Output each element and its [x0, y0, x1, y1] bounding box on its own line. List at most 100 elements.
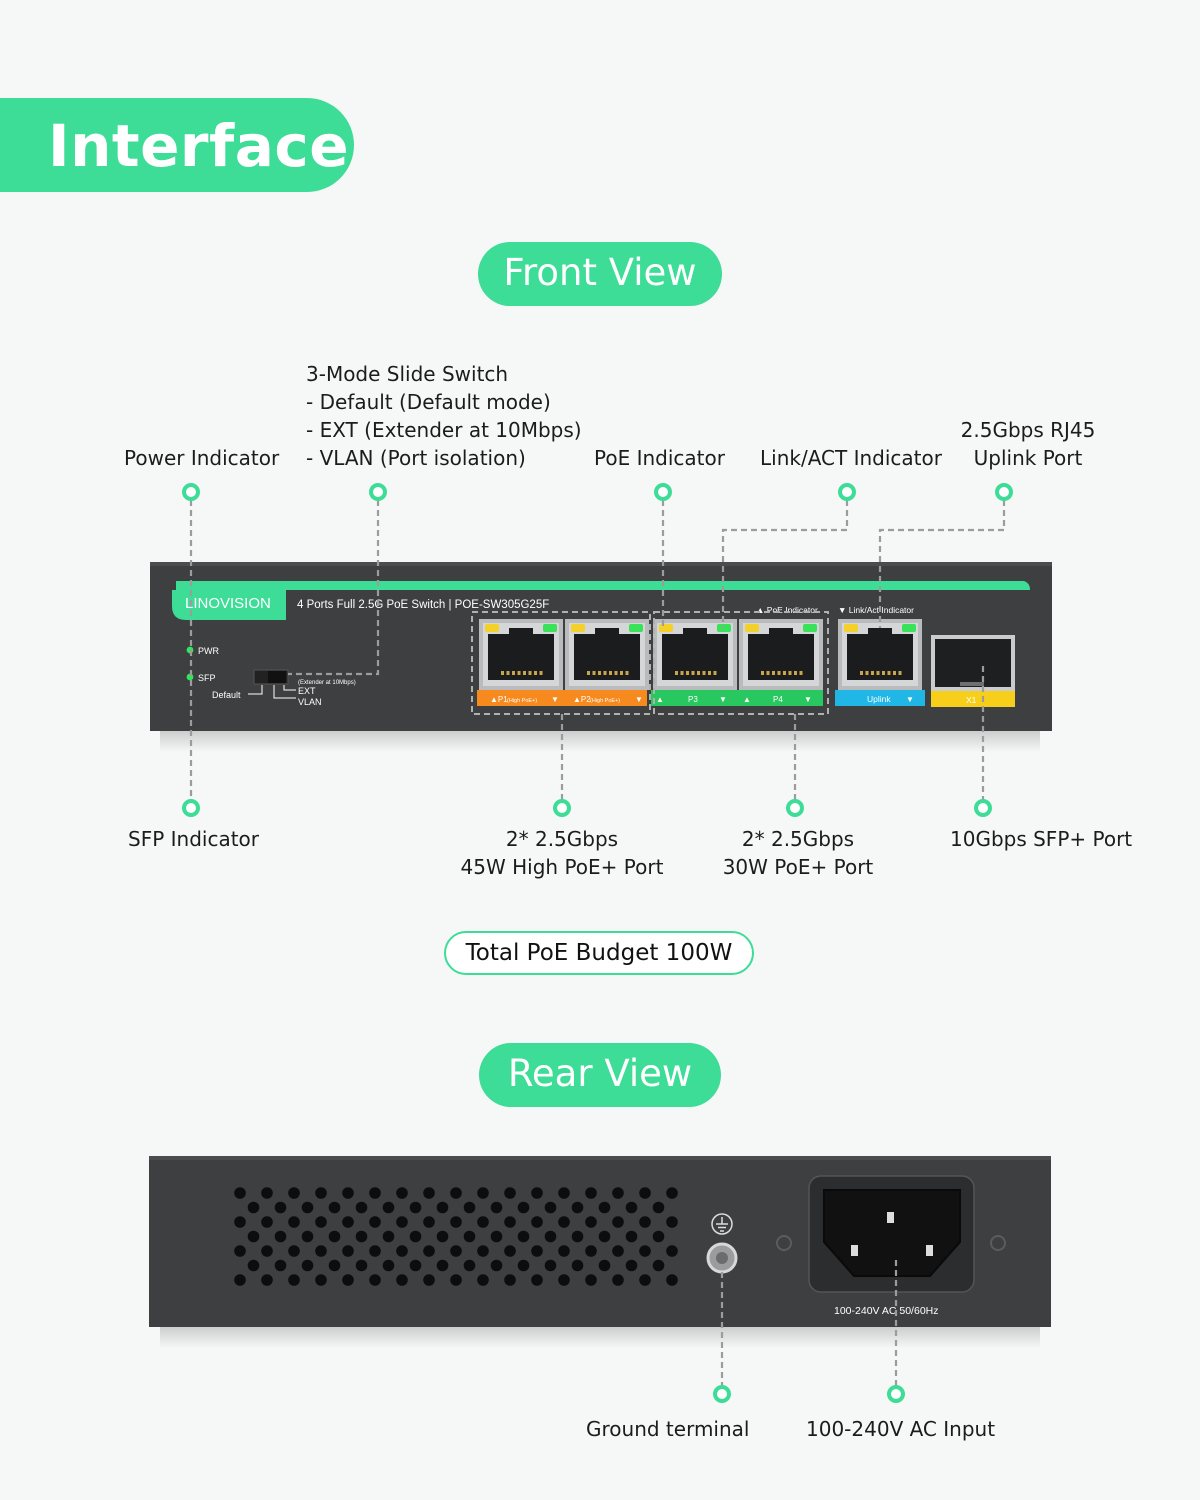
front-leader-lines [189, 500, 1006, 800]
port-led-yellow [485, 624, 499, 632]
vent-hole [558, 1216, 570, 1228]
slide-switch-default: - Default (Default mode) [306, 390, 551, 414]
vent-hole [382, 1230, 395, 1243]
callout-dot [974, 799, 992, 817]
vent-hole [639, 1216, 651, 1228]
ac-inlet-socket[interactable] [823, 1189, 961, 1277]
svg-text:▲: ▲ [743, 695, 751, 704]
vent-hole [666, 1274, 678, 1286]
power-indicator-label: Power Indicator [124, 446, 280, 470]
vent-hole [652, 1230, 665, 1243]
vent-hole [261, 1187, 273, 1199]
vent-hole [666, 1245, 678, 1257]
brand-logo: LINOVISION [185, 595, 271, 612]
vent-hole [450, 1187, 462, 1199]
vent-hole [450, 1274, 462, 1286]
default-text: Default [212, 690, 241, 700]
link-indicator-mini: ▼ Link/Act Indicator [838, 605, 914, 615]
vent-hole [544, 1201, 557, 1214]
vent-hole [315, 1274, 327, 1286]
vent-hole [328, 1201, 341, 1214]
accent-strip [176, 581, 1030, 590]
model-text: 4 Ports Full 2.5G PoE Switch | POE-SW305… [297, 599, 549, 611]
vent-hole [490, 1259, 503, 1272]
slide-switch-knob[interactable] [268, 671, 286, 683]
port-led-green [629, 624, 643, 632]
vent-hole [436, 1201, 449, 1214]
callout-dot [786, 799, 804, 817]
vent-hole [436, 1259, 449, 1272]
rear-view-label: Rear View [507, 1052, 693, 1095]
vlan-text: VLAN [298, 697, 322, 707]
vent-hole [288, 1274, 300, 1286]
vent-hole [369, 1187, 381, 1199]
vent-hole [288, 1245, 300, 1257]
vent-hole [666, 1216, 678, 1228]
p1-p2-label-bar [477, 690, 647, 706]
rear-view-pill: Rear View [479, 1043, 721, 1107]
p1-text: ▲P1 [490, 695, 508, 704]
vent-hole [261, 1274, 273, 1286]
vent-hole [517, 1201, 530, 1214]
vent-hole [342, 1274, 354, 1286]
vent-hole [396, 1187, 408, 1199]
sfp-port-label: 10Gbps SFP+ Port [950, 827, 1133, 851]
vent-hole [315, 1216, 327, 1228]
vent-hole [396, 1245, 408, 1257]
vent-hole [382, 1259, 395, 1272]
vent-hole [369, 1274, 381, 1286]
vent-hole [315, 1245, 327, 1257]
vent-hole [490, 1201, 503, 1214]
vent-hole [531, 1216, 543, 1228]
vent-hole [409, 1230, 422, 1243]
vent-hole [423, 1245, 435, 1257]
callout-dot [369, 483, 387, 501]
vent-hole [544, 1230, 557, 1243]
vent-hole [558, 1187, 570, 1199]
vent-hole [612, 1187, 624, 1199]
vent-hole [274, 1259, 287, 1272]
screw-icon [990, 1235, 1006, 1251]
vent-hole [234, 1187, 246, 1199]
p3-p4-label-bar [651, 690, 823, 706]
vent-hole [598, 1201, 611, 1214]
ac-rating-text: 100-240V AC 50/60Hz [834, 1305, 939, 1317]
vent-hole [342, 1245, 354, 1257]
pwr-text: PWR [198, 646, 219, 656]
vent-hole [612, 1245, 624, 1257]
vent-hole [531, 1274, 543, 1286]
rj45-port[interactable] [838, 619, 922, 690]
vent-hole [585, 1274, 597, 1286]
vent-hole [450, 1245, 462, 1257]
header-banner: Interface [0, 98, 354, 192]
vent-hole [274, 1230, 287, 1243]
vent-hole [369, 1216, 381, 1228]
ac-input-label: 100-240V AC Input [806, 1417, 996, 1441]
front-view-label: Front View [503, 251, 697, 294]
ground-terminal-label: Ground terminal [586, 1417, 750, 1441]
poe-budget-text: Total PoE Budget 100W [465, 940, 733, 966]
svg-text:▼: ▼ [551, 695, 559, 704]
rj45-port[interactable] [565, 619, 649, 690]
vent-hole [571, 1259, 584, 1272]
vent-hole [625, 1230, 638, 1243]
vent-hole [342, 1187, 354, 1199]
svg-text:▼: ▼ [804, 695, 812, 704]
vent-hole [423, 1187, 435, 1199]
rj45-port[interactable] [739, 619, 823, 690]
vent-hole [247, 1259, 260, 1272]
vent-hole [355, 1230, 368, 1243]
vent-hole [396, 1216, 408, 1228]
slide-switch-title: 3-Mode Slide Switch [306, 362, 509, 386]
sfp-text: SFP [198, 673, 216, 683]
slide-switch-ext: - EXT (Extender at 10Mbps) [306, 418, 582, 442]
vent-hole [463, 1201, 476, 1214]
poe-port-label-line1: 2* 2.5Gbps [741, 827, 855, 851]
front-view-pill: Front View [478, 242, 722, 306]
sfp-port[interactable] [935, 639, 1011, 687]
rj45-port[interactable] [653, 619, 737, 690]
vent-hole [531, 1245, 543, 1257]
poe-budget-pill: Total PoE Budget 100W [444, 931, 754, 975]
vent-hole [531, 1187, 543, 1199]
rj45-port[interactable] [479, 619, 563, 690]
